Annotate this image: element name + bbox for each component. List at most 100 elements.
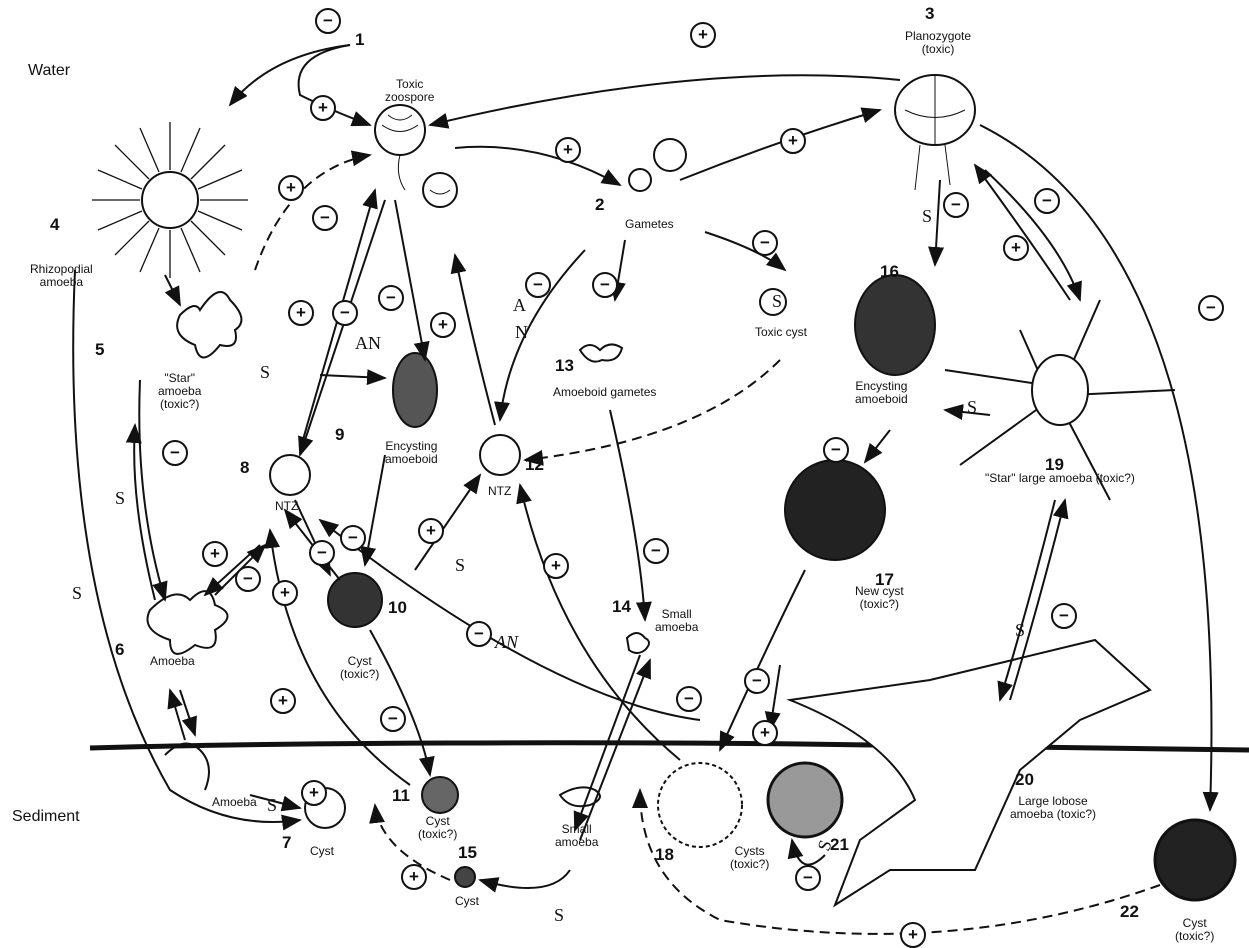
label-rhizopodial-amoeba: Rhizopodial amoeba xyxy=(30,263,93,289)
sign-minus: − xyxy=(162,440,188,466)
stage-number-4: 4 xyxy=(50,215,59,235)
organism-amoeboid-gametes xyxy=(580,344,622,361)
sign-minus: − xyxy=(525,272,551,298)
arrow-10-to-11 xyxy=(370,630,430,775)
label-sediment-small-amoeba: Small amoeba xyxy=(555,823,598,849)
sign-minus: − xyxy=(380,706,406,732)
label-toxic-zoospore: Toxic zoospore xyxy=(385,78,434,104)
sign-plus: + xyxy=(555,137,581,163)
organism-cyst-10 xyxy=(328,573,382,627)
sign-plus: + xyxy=(278,175,304,201)
organism-cysts-18 xyxy=(658,763,742,847)
stage-number-3: 3 xyxy=(925,4,934,24)
label-cysts-18: Cysts (toxic?) xyxy=(730,845,769,871)
organism-star-amoeba xyxy=(177,292,241,358)
arrow-9-to-10 xyxy=(365,455,385,565)
sign-plus: + xyxy=(900,922,926,948)
sign-minus: − xyxy=(592,272,618,298)
organism-rhizopodial-amoeba xyxy=(92,122,248,278)
stage-number-8: 8 xyxy=(240,458,249,478)
label-cyst-10: Cyst (toxic?) xyxy=(340,655,379,681)
sign-minus: − xyxy=(943,192,969,218)
mark-s: S xyxy=(260,362,270,383)
sign-minus: − xyxy=(1198,295,1224,321)
organism-ntz-8 xyxy=(270,455,310,495)
organism-star-large-amoeba-body xyxy=(1032,355,1088,425)
sign-plus: + xyxy=(401,864,427,890)
arrow-16-to-17 xyxy=(865,430,890,462)
label-sediment-amoeba: Amoeba xyxy=(212,796,257,809)
arrow-1-to-8 xyxy=(300,200,385,455)
organism-large-lobose-amoeba xyxy=(790,640,1150,905)
sign-plus: + xyxy=(272,580,298,606)
stage-number-5: 5 xyxy=(95,340,104,360)
stage-number-11: 11 xyxy=(392,786,410,806)
sign-minus: − xyxy=(340,525,366,551)
sign-minus: − xyxy=(643,538,669,564)
arrow-17-to-18-b xyxy=(770,665,780,730)
arrow-19-to-3 xyxy=(975,165,1070,300)
label-ntz-8: NTZ xyxy=(275,500,298,513)
region-water: Water xyxy=(28,62,70,80)
stage-number-2: 2 xyxy=(595,195,604,215)
region-sediment: Sediment xyxy=(12,808,80,826)
sign-minus: − xyxy=(332,300,358,326)
stage-number-16: 16 xyxy=(880,262,899,282)
label-amoeba: Amoeba xyxy=(150,655,195,668)
organism-sediment-amoeba xyxy=(165,744,209,790)
stage-number-14: 14 xyxy=(612,597,631,617)
sign-minus: − xyxy=(235,566,261,592)
arrow-5-to-9 xyxy=(320,375,385,378)
label-amoeboid-gametes: Amoeboid gametes xyxy=(553,386,656,399)
arrow-6-to-5 xyxy=(134,425,155,600)
sign-plus: + xyxy=(690,22,716,48)
stage-number-15: 15 xyxy=(458,843,477,863)
stage-number-6: 6 xyxy=(115,640,124,660)
label-cyst-7: Cyst xyxy=(310,845,334,858)
mark-s: S xyxy=(967,397,977,418)
organism-cyst-15 xyxy=(455,867,475,887)
stage-number-20: 20 xyxy=(1015,770,1034,790)
sign-plus: + xyxy=(1003,235,1029,261)
sign-plus: + xyxy=(430,312,456,338)
label-ntz-12: NTZ xyxy=(488,485,511,498)
sign-plus: + xyxy=(288,300,314,326)
organism-planozygote xyxy=(895,75,975,190)
sign-plus: + xyxy=(752,720,778,746)
sign-minus: − xyxy=(1051,603,1077,629)
organism-ntz-12 xyxy=(480,435,520,475)
mark-s: S xyxy=(1015,620,1025,641)
sediment-boundary xyxy=(90,743,1249,750)
mark-s: S xyxy=(455,555,465,576)
sign-plus: + xyxy=(418,518,444,544)
label-cyst-22: Cyst (toxic?) xyxy=(1175,917,1214,943)
arrow-13-to-14 xyxy=(610,410,645,620)
label-cyst-11: Cyst (toxic?) xyxy=(418,815,457,841)
label-small-amoeba-14: Small amoeba xyxy=(655,608,698,634)
arrow-4-to-5 xyxy=(165,275,180,305)
arrow-small-amoeba-to-15 xyxy=(480,870,570,888)
sign-plus: + xyxy=(270,688,296,714)
organism-large-lobose-amoeba-21 xyxy=(768,763,842,837)
mark-an: AN xyxy=(495,632,518,653)
organism-toxic-zoospore xyxy=(375,105,425,190)
organism-cyst-11 xyxy=(422,777,458,813)
arrow-1-to-9 xyxy=(395,200,425,360)
sign-minus: − xyxy=(466,621,492,647)
sign-minus: − xyxy=(823,437,849,463)
arrow-1-to-4 xyxy=(230,45,350,105)
stage-number-10: 10 xyxy=(388,598,407,618)
sign-plus: + xyxy=(202,541,228,567)
sign-plus: + xyxy=(780,128,806,154)
mark-s: S xyxy=(922,206,932,227)
sign-minus: − xyxy=(795,865,821,891)
stage-number-22: 22 xyxy=(1120,902,1139,922)
mark-s: S xyxy=(554,905,564,926)
organism-small-amoeba-14 xyxy=(627,633,649,653)
organism-new-cyst-17 xyxy=(785,460,885,560)
arrow-1-to-2 xyxy=(455,147,620,185)
stage-number-12: 12 xyxy=(525,455,544,475)
arrow-3-to-1 xyxy=(430,75,900,125)
organism-zoospore-small xyxy=(423,173,457,207)
stage-number-18: 18 xyxy=(655,845,674,865)
